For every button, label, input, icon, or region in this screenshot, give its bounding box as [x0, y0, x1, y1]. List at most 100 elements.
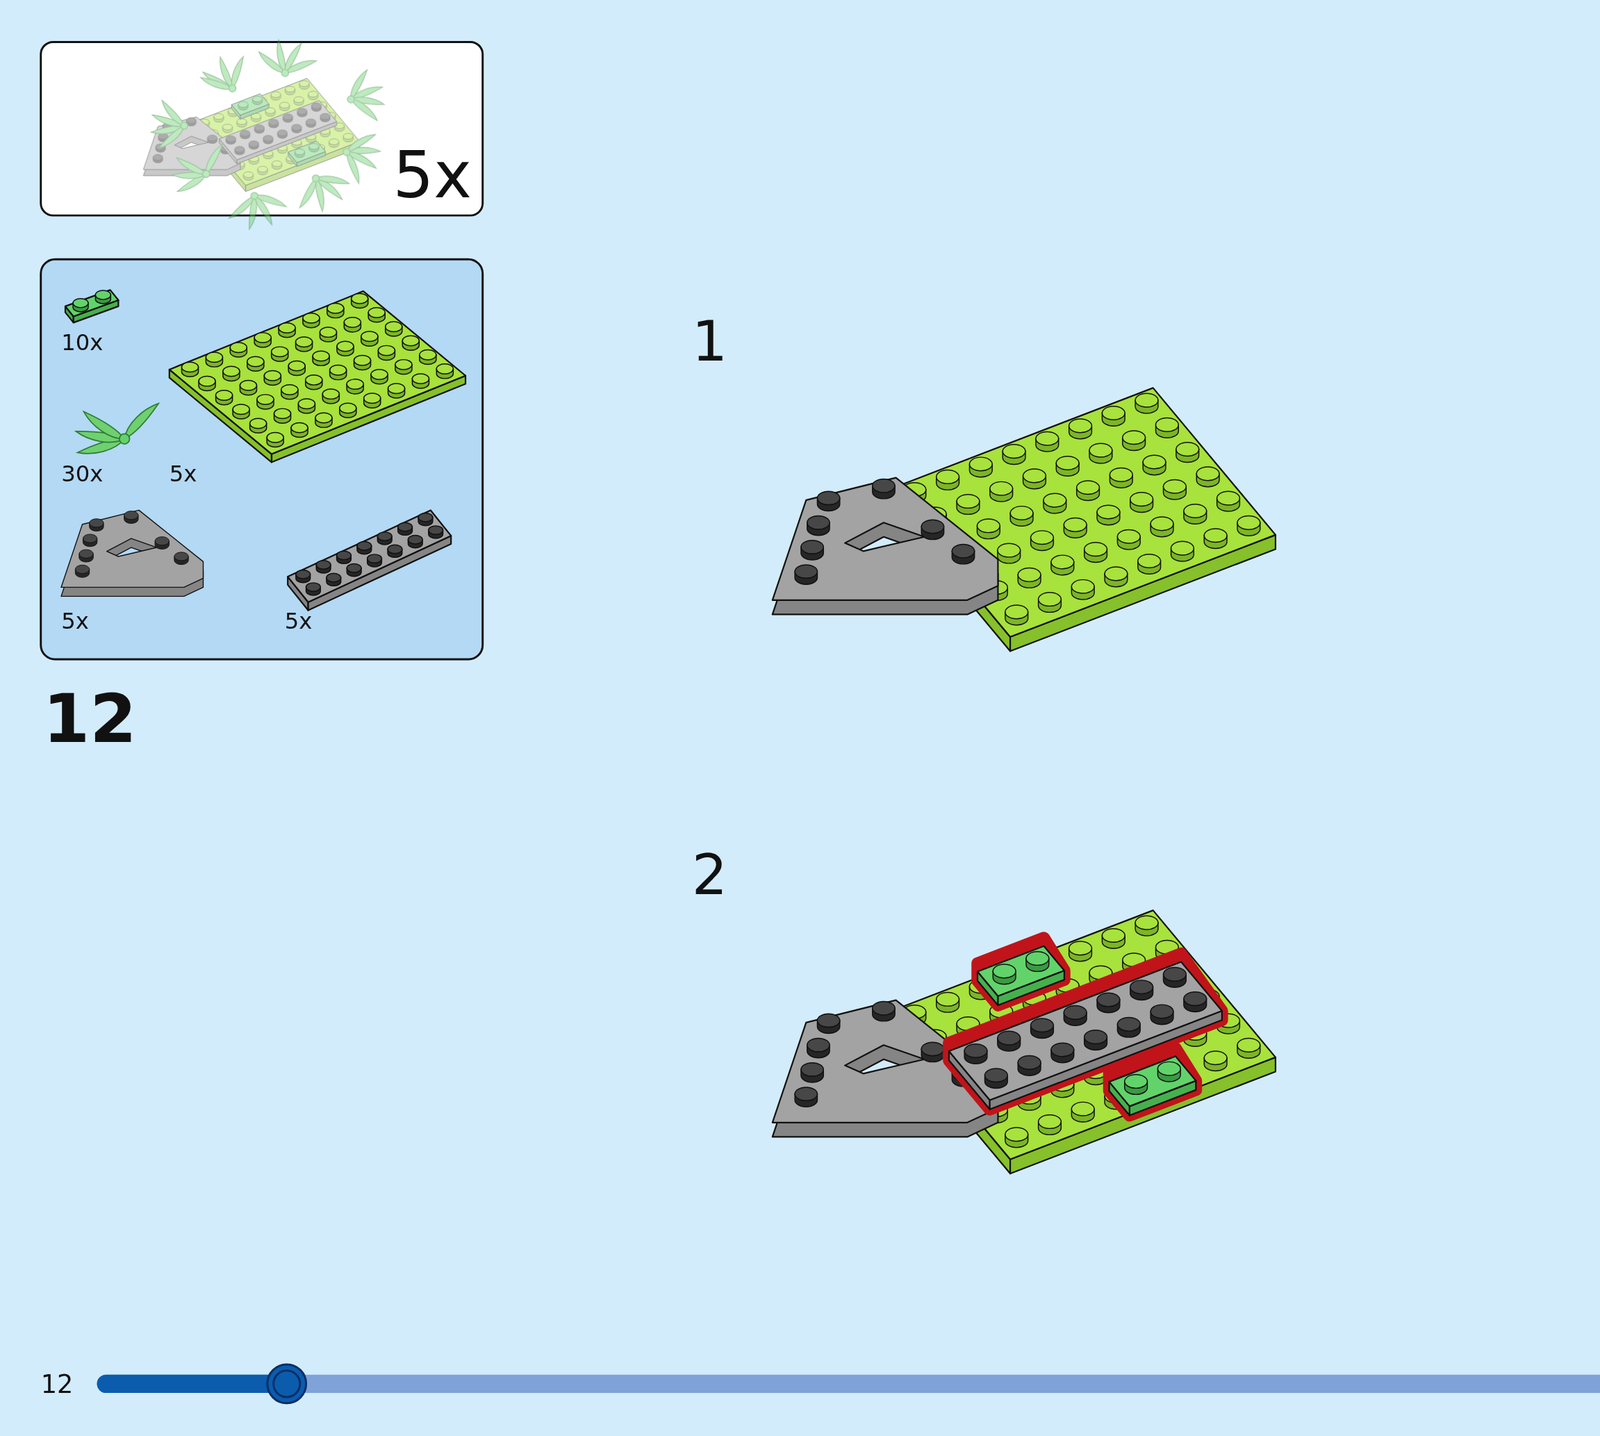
step-number: 12: [43, 685, 137, 754]
stud-top: [361, 331, 378, 342]
stud-top: [216, 390, 233, 401]
stud-top: [1237, 1038, 1261, 1053]
stud-top: [247, 356, 265, 367]
quantity-label: 5x: [284, 609, 313, 633]
stud-top: [1203, 528, 1227, 543]
stud-top: [976, 518, 1000, 533]
stud-top: [1104, 566, 1128, 581]
stud-top: [1109, 468, 1133, 483]
wing-plate: [61, 509, 203, 597]
stud-top: [336, 550, 352, 560]
step-one: [772, 387, 1276, 651]
stud-top: [807, 1037, 830, 1052]
stud-top: [1196, 466, 1220, 481]
leaf-piece: [346, 68, 385, 123]
stud-top: [1063, 1005, 1087, 1020]
stud-top: [364, 393, 381, 403]
stud-top: [997, 543, 1021, 558]
stud-top: [254, 125, 265, 131]
stud-top: [174, 552, 189, 561]
stud-top: [370, 369, 388, 380]
stud-top: [1122, 430, 1146, 445]
stud-top: [872, 1001, 895, 1016]
stud-top: [1163, 479, 1187, 494]
stud-top: [1130, 492, 1154, 507]
stud-top: [794, 1087, 818, 1101]
quantity-label: 5x: [61, 609, 89, 633]
wing-top: [61, 509, 203, 588]
stud-top: [969, 457, 993, 472]
stud-top: [154, 537, 169, 546]
leaf-stud: [281, 69, 289, 77]
stud-top: [346, 379, 364, 390]
stud-top: [95, 290, 111, 300]
leaf-blade: [202, 142, 225, 175]
stud-top: [1031, 530, 1054, 545]
stud-top: [1071, 579, 1095, 594]
stud-top: [238, 101, 249, 107]
stud-top: [357, 541, 372, 551]
leaf-piece: [75, 399, 161, 458]
progress-track: [106, 1374, 1600, 1393]
stud-top: [1150, 516, 1174, 531]
stud-top: [322, 389, 340, 399]
long-plate: [287, 509, 451, 610]
small-plate: [977, 946, 1065, 1006]
stud-top: [377, 345, 395, 356]
stud-top: [329, 138, 340, 145]
stud-top: [295, 336, 313, 347]
stud-top: [801, 1062, 824, 1077]
stud-top: [236, 118, 247, 125]
wing-part: [61, 509, 203, 597]
stud-top: [278, 323, 296, 333]
stud-top: [1031, 1018, 1054, 1033]
stud-top: [436, 364, 453, 374]
highlight-outline: [977, 937, 1065, 1006]
stud-top: [124, 511, 139, 520]
leaf-piece: [199, 54, 246, 93]
stud-top: [222, 124, 233, 130]
stud-top: [951, 544, 975, 558]
progress-bar: [106, 1364, 1600, 1404]
stud-top: [239, 380, 257, 391]
stud-top: [385, 321, 403, 332]
plate-top: [1109, 1056, 1197, 1107]
leaf-blade: [227, 54, 246, 89]
stud-top: [326, 573, 342, 582]
stud-top: [1237, 516, 1261, 531]
plate-top: [65, 289, 119, 317]
stud-top: [992, 964, 1016, 979]
stud-top: [225, 135, 236, 142]
stud-top: [270, 91, 281, 98]
stud-top: [311, 102, 321, 109]
stud-top: [367, 554, 383, 563]
stud-top: [921, 519, 944, 533]
progress-knob: [267, 1364, 307, 1404]
result-panel: [40, 41, 483, 216]
leaf-blade: [297, 177, 320, 210]
plate-top: [287, 509, 451, 602]
leaf-stud: [343, 148, 351, 156]
stud-top: [1176, 442, 1200, 457]
stud-top: [330, 365, 347, 376]
stud-top: [388, 383, 406, 394]
long-plate: [219, 100, 337, 164]
stud-top: [1101, 406, 1125, 421]
result-ghost: [143, 39, 385, 230]
stud-top: [1157, 1061, 1181, 1076]
stud-top: [1063, 518, 1087, 533]
stud-top: [1051, 555, 1075, 569]
stud-top: [1163, 967, 1187, 982]
stud-top: [395, 359, 412, 370]
stud-top: [1069, 418, 1093, 433]
stud-top: [411, 373, 429, 384]
stud-top: [936, 992, 960, 1006]
small-plate: [65, 289, 119, 323]
stud-top: [1097, 505, 1120, 519]
stud-top: [268, 119, 279, 126]
stud-top: [263, 135, 274, 142]
stud-top: [291, 422, 308, 433]
baseplate: [169, 291, 466, 463]
